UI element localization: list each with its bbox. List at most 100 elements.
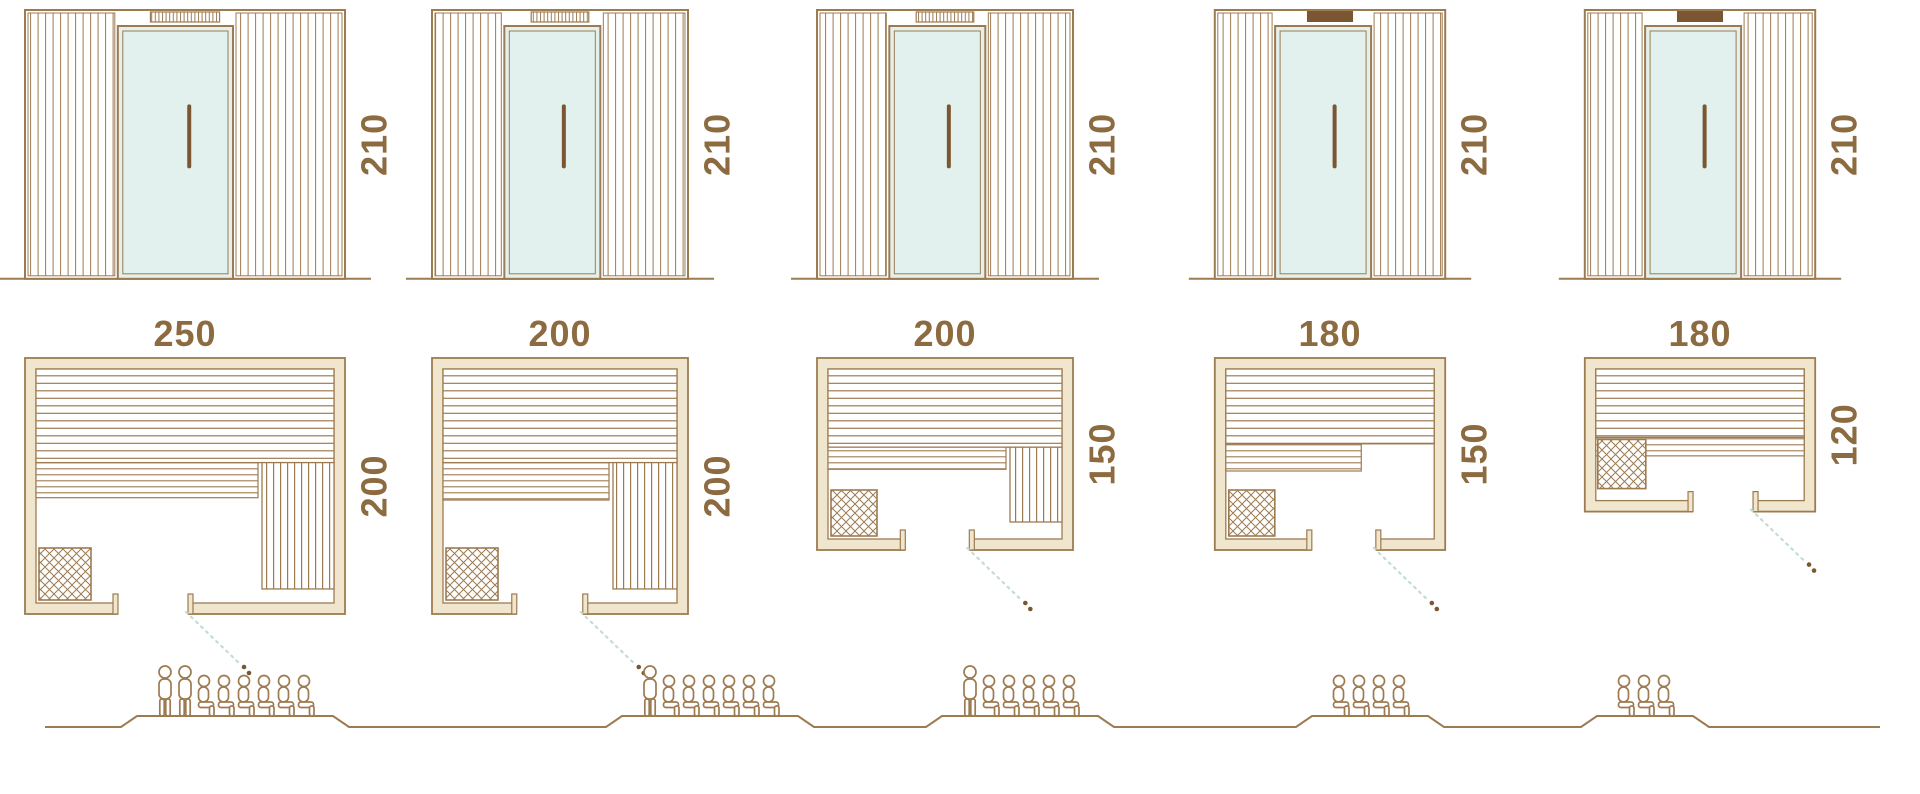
elevation-view bbox=[406, 9, 714, 280]
door-post-right bbox=[582, 593, 589, 615]
door-swing-line bbox=[966, 546, 1023, 602]
person-seated-icon bbox=[1352, 674, 1370, 717]
plan-view bbox=[24, 357, 346, 676]
glass-door bbox=[1274, 25, 1373, 280]
person-seated-icon bbox=[662, 674, 680, 717]
depth-dimension: 150 bbox=[1082, 422, 1123, 485]
lower-bench bbox=[1595, 436, 1805, 457]
person-seated-icon bbox=[1042, 674, 1060, 717]
door-swing-end-dot bbox=[1023, 600, 1028, 606]
lower-bench bbox=[35, 462, 259, 499]
person-seated-icon bbox=[257, 674, 275, 717]
door-post-left bbox=[1687, 491, 1694, 513]
person-seated-icon bbox=[197, 674, 215, 717]
capacity-figures bbox=[963, 665, 1080, 717]
heater bbox=[1597, 438, 1647, 490]
vent-grille-icon bbox=[149, 11, 221, 23]
door-opening bbox=[516, 601, 583, 617]
person-seated-icon bbox=[297, 674, 315, 717]
glass-door-inner-frame bbox=[1279, 30, 1367, 275]
height-dimension: 210 bbox=[1824, 113, 1865, 176]
person-seated-icon bbox=[722, 674, 740, 717]
door-swing-end-dot bbox=[241, 664, 247, 670]
glass-door bbox=[888, 25, 987, 280]
elevation-view bbox=[1558, 9, 1842, 280]
lower-bench bbox=[827, 446, 1007, 470]
person-seated-icon bbox=[1022, 674, 1040, 717]
plan-view bbox=[1213, 357, 1447, 612]
vent-grille-icon bbox=[1306, 11, 1354, 22]
person-seated-icon bbox=[1332, 674, 1350, 717]
door-post-left bbox=[511, 593, 518, 615]
person-standing-icon bbox=[158, 665, 172, 717]
width-dimension: 200 bbox=[528, 313, 591, 354]
depth-dimension: 200 bbox=[354, 454, 395, 517]
door-opening bbox=[1311, 537, 1376, 553]
height-dimension: 210 bbox=[697, 113, 738, 176]
person-seated-icon bbox=[682, 674, 700, 717]
heater bbox=[1228, 489, 1276, 537]
person-seated-icon bbox=[702, 674, 720, 717]
glass-door bbox=[1644, 25, 1743, 280]
door-post-left bbox=[1306, 529, 1313, 551]
door-opening bbox=[118, 601, 188, 617]
wood-slats-left bbox=[1587, 12, 1643, 277]
person-seated-icon bbox=[1637, 674, 1655, 717]
lower-bench bbox=[1225, 443, 1362, 472]
wood-slats-right bbox=[1743, 12, 1813, 277]
door-swing-line bbox=[1372, 546, 1429, 602]
glass-door bbox=[116, 25, 234, 280]
height-dimension: 210 bbox=[1082, 113, 1123, 176]
ground-line bbox=[45, 715, 1880, 728]
wood-slats-left bbox=[434, 12, 502, 277]
door-post-right bbox=[1375, 529, 1382, 551]
vent-grille-icon bbox=[530, 11, 590, 23]
glass-door-inner-frame bbox=[508, 30, 596, 275]
wood-slats-right bbox=[1373, 12, 1443, 277]
elevation-view bbox=[1188, 9, 1472, 280]
wood-slats-left bbox=[27, 12, 116, 277]
door-post-right bbox=[968, 529, 975, 551]
capacity-figures bbox=[643, 665, 780, 717]
door-post-right bbox=[1752, 491, 1759, 513]
glass-door-inner-frame bbox=[122, 30, 229, 275]
wood-slats-left bbox=[819, 12, 887, 277]
width-dimension: 180 bbox=[1298, 313, 1361, 354]
height-dimension: 210 bbox=[354, 113, 395, 176]
person-standing-icon bbox=[643, 665, 657, 717]
wood-slats-right bbox=[987, 12, 1071, 277]
capacity-figures bbox=[158, 665, 315, 717]
elevation-view bbox=[0, 9, 371, 280]
door-swing-line bbox=[579, 610, 636, 666]
side-bench bbox=[1009, 446, 1063, 523]
back-bench bbox=[35, 368, 335, 464]
person-seated-icon bbox=[1062, 674, 1080, 717]
door-swing-line bbox=[184, 610, 242, 666]
plan-view bbox=[816, 357, 1074, 612]
wood-slats-left bbox=[1217, 12, 1273, 277]
person-seated-icon bbox=[1657, 674, 1675, 717]
side-bench bbox=[612, 461, 678, 590]
person-seated-icon bbox=[762, 674, 780, 717]
plan-view bbox=[431, 357, 689, 676]
glass-door bbox=[503, 25, 602, 280]
door-post-left bbox=[899, 529, 906, 551]
door-swing-end-dot bbox=[1429, 600, 1435, 606]
heater bbox=[830, 489, 878, 537]
person-seated-icon bbox=[742, 674, 760, 717]
door-opening bbox=[1693, 499, 1754, 515]
back-bench bbox=[827, 368, 1063, 448]
glass-door-inner-frame bbox=[1649, 30, 1737, 275]
person-standing-icon bbox=[963, 665, 977, 717]
door-swing-end-dot bbox=[1811, 568, 1817, 573]
width-dimension: 200 bbox=[913, 313, 976, 354]
person-seated-icon bbox=[982, 674, 1000, 717]
door-swing-end-dot bbox=[246, 670, 252, 676]
elevation-view bbox=[791, 9, 1099, 280]
plan-view bbox=[1583, 357, 1817, 573]
glass-door-inner-frame bbox=[893, 30, 981, 275]
width-dimension: 180 bbox=[1668, 313, 1731, 354]
